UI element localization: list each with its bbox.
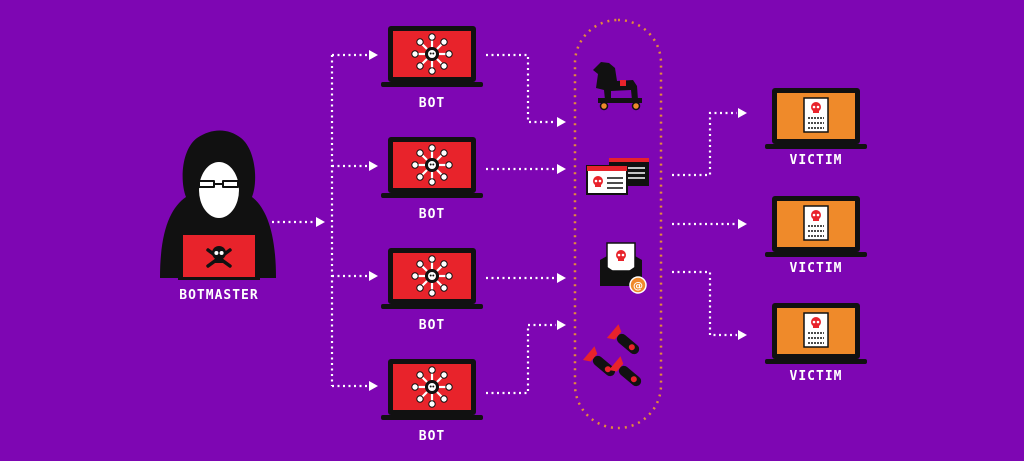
bot-label-2: BOT	[418, 207, 446, 222]
arrowhead	[369, 381, 378, 391]
victim-label-3: VICTIM	[789, 369, 843, 384]
arrowhead	[369, 271, 378, 281]
bot-laptop-4	[381, 359, 483, 420]
bot-laptop-3	[381, 248, 483, 309]
connector-bot4-attack	[486, 323, 556, 395]
victim-laptop-2	[765, 196, 867, 257]
arrowhead	[316, 217, 325, 227]
skull-crossbones-icon	[206, 246, 232, 268]
connector-to-victim-1	[672, 111, 737, 177]
trojan-horse-icon	[593, 62, 642, 111]
connector-lines	[272, 53, 737, 395]
attack-vectors-container	[573, 18, 663, 430]
arrowheads	[316, 50, 747, 391]
arrowhead	[557, 320, 566, 330]
hooded-hacker-icon	[160, 130, 276, 280]
arrowhead	[557, 117, 566, 127]
victim-label-1: VICTIM	[789, 153, 843, 168]
bot-laptop-1	[381, 26, 483, 87]
arrowhead	[557, 273, 566, 283]
botmaster-label: BOTMASTER	[179, 288, 259, 303]
victim-label-2: VICTIM	[789, 261, 843, 276]
arrowhead	[369, 50, 378, 60]
arrowhead	[369, 161, 378, 171]
victim-laptop-1	[765, 88, 867, 149]
bot-label-4: BOT	[418, 429, 446, 444]
phishing-email-icon: @	[600, 242, 647, 294]
victim-laptop-3	[765, 303, 867, 364]
bot-label-3: BOT	[418, 318, 446, 333]
arrowhead	[738, 219, 747, 229]
bot-laptop-2	[381, 137, 483, 198]
arrowhead	[738, 108, 747, 118]
arrowhead	[738, 330, 747, 340]
malicious-webpage-icon	[586, 158, 649, 195]
at-sign-glyph: @	[633, 281, 643, 292]
connector-to-victim-3	[672, 270, 737, 337]
ddos-bombs-icon	[582, 324, 646, 392]
connector-bot1-attack	[486, 53, 556, 124]
bot-label-1: BOT	[418, 96, 446, 111]
arrowhead	[557, 164, 566, 174]
